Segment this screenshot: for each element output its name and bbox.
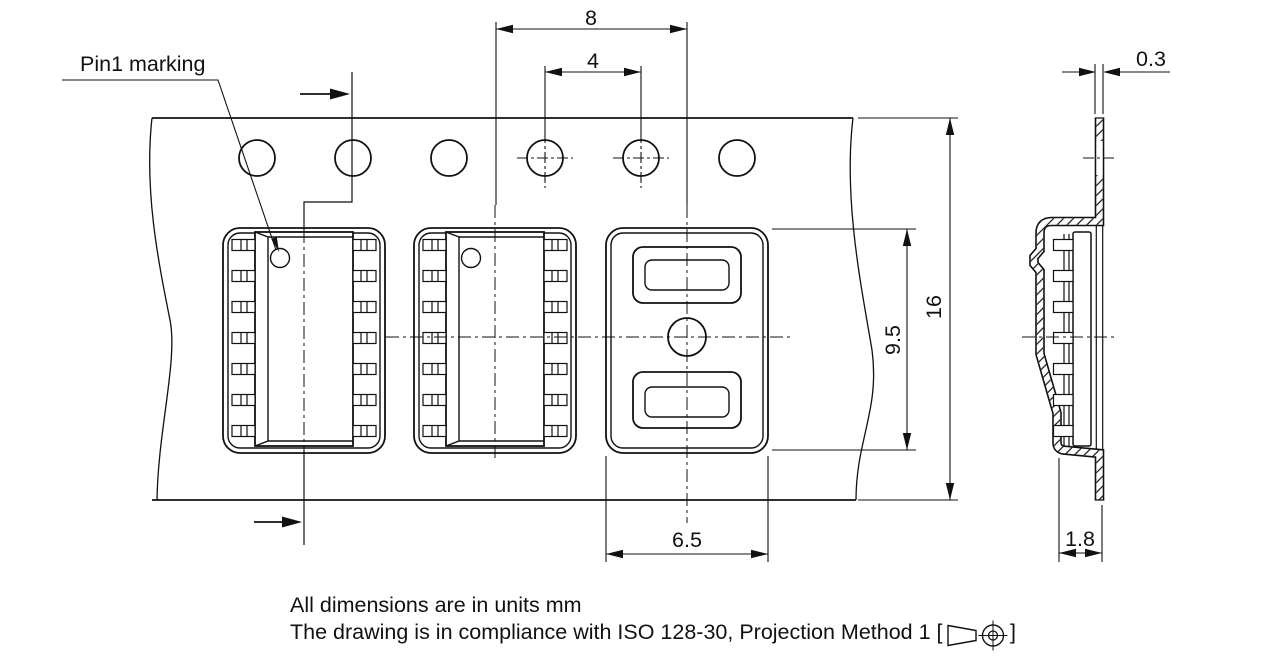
section-arrow-bottom bbox=[282, 516, 302, 528]
section-line bbox=[303, 72, 353, 545]
dim-label-9-5: 9.5 bbox=[881, 325, 905, 355]
dim-tape-width bbox=[858, 117, 958, 501]
pin1-leader-arrowhead bbox=[271, 236, 279, 252]
note-units: All dimensions are in units mm bbox=[290, 593, 582, 617]
sprocket-hole bbox=[430, 139, 468, 177]
dim-pocket-depth bbox=[1058, 458, 1103, 562]
dim-component-pitch bbox=[495, 22, 688, 205]
ic-package-2 bbox=[422, 231, 568, 447]
dim-label-1-8: 1.8 bbox=[1065, 527, 1095, 551]
plan-view bbox=[62, 72, 875, 545]
frustum-icon bbox=[947, 624, 977, 647]
tape-section-hatching bbox=[1030, 118, 1103, 500]
sprocket-holes bbox=[238, 139, 756, 177]
sprocket-hole bbox=[334, 139, 372, 177]
dim-label-6-5: 6.5 bbox=[672, 528, 702, 552]
note-compliance-close: ] bbox=[1010, 620, 1016, 644]
dim-label-4: 4 bbox=[587, 49, 599, 73]
section-arrow-top bbox=[330, 88, 350, 100]
dim-label-0-3: 0.3 bbox=[1136, 47, 1166, 71]
right-break-line bbox=[849, 117, 875, 501]
pin1-leader-line bbox=[62, 79, 277, 251]
side-section-view bbox=[1022, 117, 1115, 501]
left-break-line bbox=[148, 117, 173, 501]
dim-tape-thickness bbox=[1062, 64, 1170, 114]
dim-label-16: 16 bbox=[922, 295, 946, 319]
dim-sprocket-pitch bbox=[544, 66, 642, 188]
dimensions bbox=[495, 22, 1170, 562]
pin1-dot bbox=[460, 247, 482, 269]
dim-label-8: 8 bbox=[585, 6, 597, 30]
dim-pocket-length bbox=[772, 228, 916, 451]
note-compliance: The drawing is in compliance with ISO 12… bbox=[290, 620, 943, 644]
ic-side-view bbox=[1052, 231, 1092, 447]
pin1-callout-label: Pin1 marking bbox=[80, 52, 205, 76]
pin1-dot bbox=[269, 247, 291, 269]
sprocket-hole bbox=[718, 139, 756, 177]
projection-method-symbol bbox=[947, 620, 1008, 651]
dim-pocket-width bbox=[605, 456, 769, 562]
notes: All dimensions are in units mm The drawi… bbox=[290, 593, 1016, 651]
